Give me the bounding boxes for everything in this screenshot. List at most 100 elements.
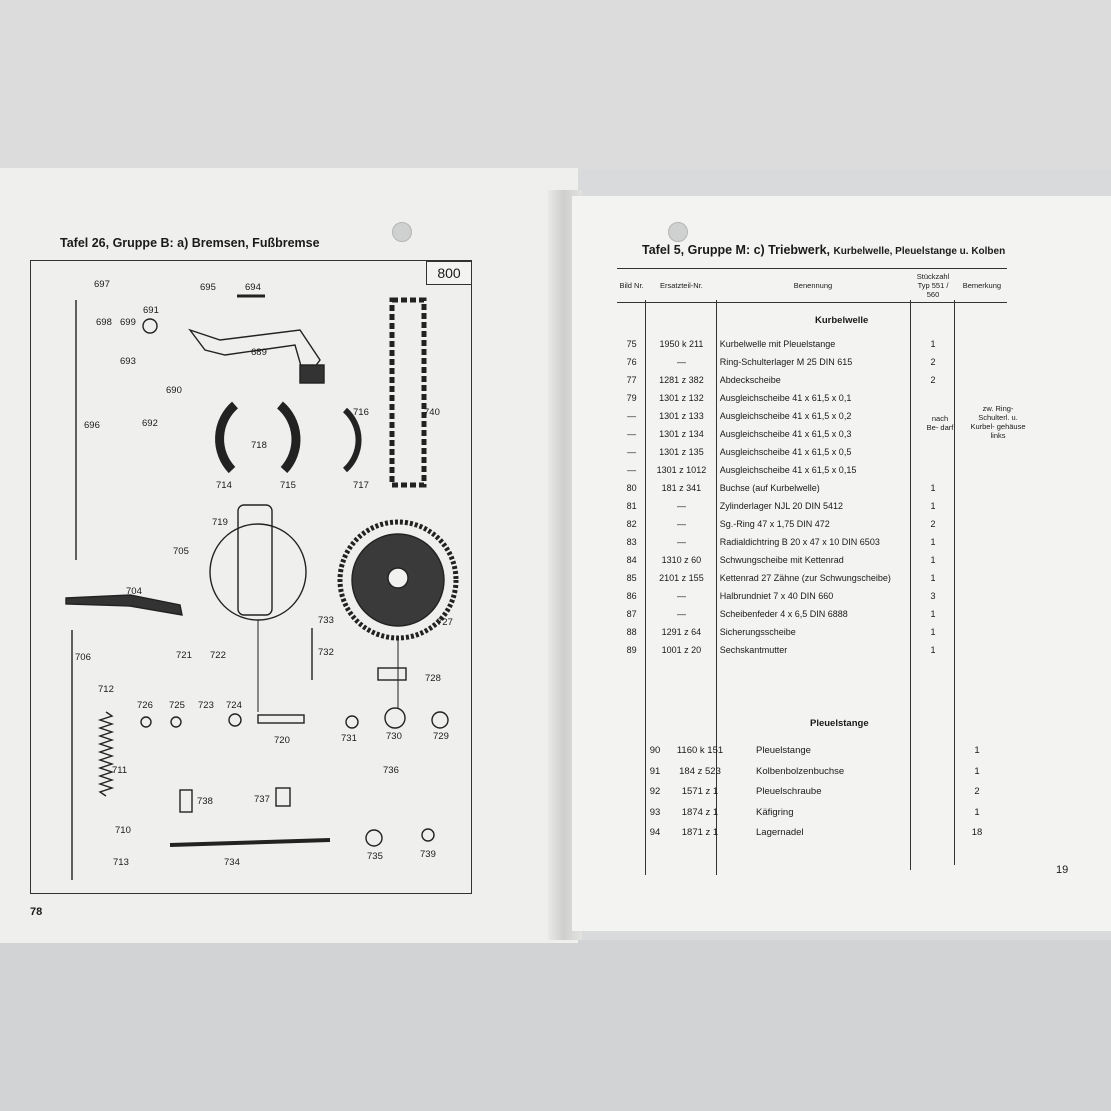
right-page-number: 19 [1056,864,1069,876]
cell-teil: 1310 z 60 [661,555,702,565]
chain-740 [389,297,427,488]
cell-qty: 1 [930,645,936,655]
cell-name: Zylinderlager NJL 20 DIN 5412 [719,501,843,511]
table-divider [954,300,955,865]
cell-teil: — [676,609,686,619]
section-heading: Kurbelwelle [815,315,869,326]
cell-qty: 1 [974,806,980,818]
part-label: 692 [142,418,158,429]
brake-plate-719 [209,523,307,621]
cell-nr: 81 [626,501,637,511]
part-label: 712 [98,684,114,695]
binder-hole [392,222,412,242]
header-ersatzteil: Ersatzteil-Nr. [646,268,717,303]
part-label: 721 [176,650,192,661]
cell-name: Ausgleichscheibe 41 x 61,5 x 0,5 [719,447,852,457]
cell-nr: 75 [626,339,637,349]
cell-nr: 91 [649,765,661,777]
cell-name: Sg.-Ring 47 x 1,75 DIN 472 [719,519,830,529]
part-label: 706 [75,652,91,663]
table-divider [645,300,646,875]
cell-qty: 3 [930,591,936,601]
cell-nr: 92 [649,786,661,797]
cell-name: Halbrundniet 7 x 40 DIN 660 [719,591,834,601]
cell-teil: 1874 z 1 [681,806,719,818]
cell-qty: 1 [930,501,936,511]
part-label: 725 [169,700,185,711]
part-label: 740 [424,407,440,418]
part-label: 724 [226,700,242,711]
cell-remark [957,447,1007,465]
table-divider [910,300,911,870]
cell-teil: 1871 z 1 [681,827,719,838]
part-label: 739 [420,849,436,860]
cell-name: Ring-Schulterlager M 25 DIN 615 [719,357,853,367]
cell-qty: 1 [930,609,936,619]
cell-qty [909,447,957,465]
table-row: — 1301 z 135 Ausgleichscheibe 41 x 61,5 x … [617,447,1007,465]
cell-name: Pleuelschraube [756,786,822,797]
part-label: 731 [341,733,357,744]
cell-name: Radialdichtring B 20 x 47 x 10 DIN 6503 [719,537,880,547]
part-label: 738 [197,796,213,807]
right-title-main: Tafel 5, Gruppe M: c) Triebwerk, [642,243,831,257]
cell-nr: — [627,447,637,457]
cell-name: Scheibenfeder 4 x 6,5 DIN 6888 [719,609,848,619]
cell-qty [909,465,957,483]
cell-nr: — [627,411,637,421]
cell-teil: — [676,357,686,367]
cell-teil: 1301 z 135 [659,447,704,457]
part-label: 713 [113,857,129,868]
header-benennung: Benennung [716,268,910,303]
cell-qty: 1 [930,573,936,583]
cell-teil: 1001 z 20 [661,645,702,655]
header-bild: Bild Nr. [617,268,647,303]
cell-remark [957,627,1007,645]
binder-hole [668,222,688,242]
cell-name: Sechskantmutter [719,645,788,655]
cell-teil: 181 z 341 [661,483,702,493]
cell-remark [957,609,1007,627]
cell-qty: 1 [930,483,936,493]
part-label: 696 [84,420,100,431]
cell-teil: — [676,519,686,529]
part-label: 728 [425,673,441,684]
table-row: 87 — Scheibenfeder 4 x 6,5 DIN 6888 1 [617,609,1007,627]
cell-nr: 87 [626,609,637,619]
part-label: 710 [115,825,131,836]
cell-nr: 82 [626,519,637,529]
cell-remark [957,519,1007,537]
part-label: 693 [120,356,136,367]
left-page [0,168,578,943]
header-stueckzahl: Stückzahl Typ 551 / 560 [909,268,957,303]
cell-teil: — [676,537,686,547]
cell-teil: 1301 z 1012 [656,465,707,475]
cell-teil: 1301 z 133 [659,411,704,421]
cell-remark [957,357,1007,375]
cell-teil: 1160 k 151 [676,745,724,756]
cell-name: Ausgleichscheibe 41 x 61,5 x 0,3 [719,429,852,439]
cell-qty: 1 [930,537,936,547]
part-label: 722 [210,650,226,661]
part-label: 689 [251,347,267,358]
sprocket-727 [337,519,459,641]
part-label: 719 [212,517,228,528]
pedal-rubber [299,364,325,384]
left-page-number: 78 [30,906,43,918]
cell-nr: 83 [626,537,637,547]
cell-qty [909,393,957,411]
part-label: 737 [254,794,270,805]
cell-name: Buchse (auf Kurbelwelle) [719,483,820,493]
cell-teil: 1571 z 1 [681,786,719,797]
